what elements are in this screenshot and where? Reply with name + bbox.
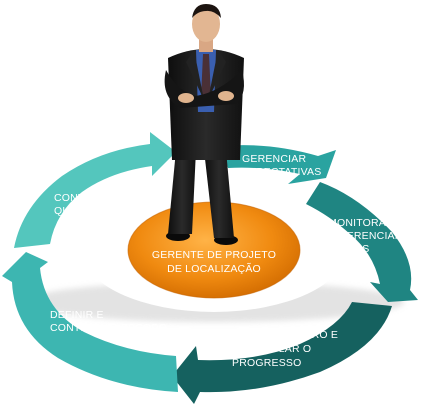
monitorar-label-line3: RISCOS <box>328 243 369 255</box>
center-label-line2: DE LOCALIZAÇÃO <box>167 262 261 275</box>
cycle-arrow-definir-escopo <box>2 252 178 392</box>
escopo-label-line2: CONTROLAR ESCOPO <box>50 322 167 334</box>
center-label-line1: GERENTE DE PROJETO <box>152 249 276 261</box>
cycle-arrow-gerenciar-expectativas <box>222 145 336 184</box>
qualidade-label-line2: QUALIDADE <box>54 205 116 217</box>
roteiro-label-line3: PROGRESSO <box>232 357 301 369</box>
escopo-label-line1: DEFINIR E <box>50 309 104 321</box>
monitorar-label-line1: MONITORAR <box>328 217 394 229</box>
cycle-arrow-controlar-qualidade <box>14 132 176 248</box>
gerenciar-label-line1: GERENCIAR <box>242 153 306 165</box>
roteiro-label-line2: CONTROLAR O <box>232 343 311 355</box>
cycle-arrow-monitorar-riscos <box>306 182 418 302</box>
monitorar-label-line2: E GERENCIAR <box>328 230 403 242</box>
qualidade-label-line1: CONTROLAR <box>54 192 122 204</box>
cycle-arrow-definir-roteiro <box>172 302 392 404</box>
gerenciar-label-line2: EXPECTATIVAS <box>242 166 321 178</box>
roteiro-label-line1: DEFINIR ROTEIRO E <box>232 329 338 341</box>
businessman-figure <box>164 4 244 245</box>
